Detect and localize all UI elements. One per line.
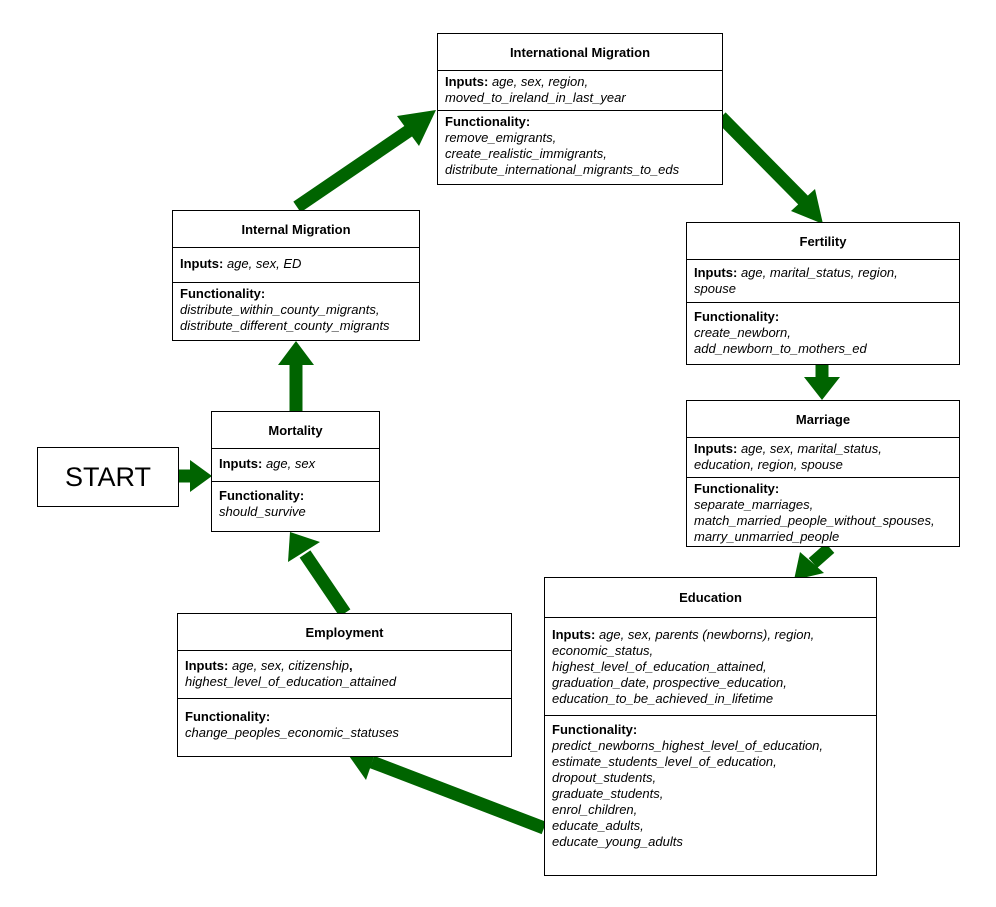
inputs-label: Inputs: [552,627,596,642]
functionality-label: Functionality: [694,481,780,496]
arrow-international-migration-to-fertility [716,112,823,224]
inputs-label: Inputs: [185,658,229,673]
function-item: add_newborn_to_mothers_ed [694,341,867,356]
mortality-inputs: Inputs: age, sex [212,449,379,481]
functionality-label: Functionality: [180,286,266,301]
function-item: distribute_within_county_migrants, [180,302,380,317]
internal-migration-inputs: Inputs: age, sex, ED [173,248,419,282]
function-item: graduate_students, [552,786,664,801]
function-item: educate_adults, [552,818,644,833]
education-functionality: Functionality: predict_newborns_highest_… [545,715,876,854]
function-item: marry_unmarried_people [694,529,840,544]
inputs-value: age, sex, marital_status, [740,441,882,456]
marriage-title: Marriage [687,401,959,438]
inputs-value: age, sex, ED [226,256,302,271]
inputs-value-line: economic_status, [552,643,654,658]
inputs-value-line: education_to_be_achieved_in_lifetime [552,691,774,706]
function-item: educate_young_adults [552,834,683,849]
inputs-value: age, sex [265,456,316,471]
functionality-label: Functionality: [445,114,531,129]
function-item: create_realistic_immigrants, [445,146,607,161]
inputs-value-line-2: highest_level_of_education_attained [185,674,397,689]
mortality-box: Mortality Inputs: age, sex Functionality… [211,411,380,532]
inputs-value-line-2: education, region, spouse [694,457,843,472]
education-box: Education Inputs: age, sex, parents (new… [544,577,877,876]
arrow-education-to-employment [347,745,547,835]
inputs-value: age, sex, citizenship [231,658,350,673]
fertility-inputs: Inputs: age, marital_status, region, spo… [687,260,959,302]
internal-migration-functionality: Functionality: distribute_within_county_… [173,282,419,338]
function-item: enrol_children, [552,802,638,817]
fertility-title: Fertility [687,223,959,260]
functionality-label: Functionality: [185,709,271,724]
function-item: distribute_international_migrants_to_eds [445,162,680,177]
arrow-fertility-to-marriage [804,364,840,400]
inputs-comma: , [349,658,353,673]
employment-inputs: Inputs: age, sex, citizenship, highest_l… [178,651,511,698]
inputs-value: age, marital_status, region, [740,265,898,280]
inputs-value-line-2: moved_to_ireland_in_last_year [445,90,626,105]
inputs-value-line: graduation_date, prospective_education, [552,675,787,690]
fertility-functionality: Functionality: create_newborn, add_newbo… [687,302,959,361]
start-label: START [64,461,151,492]
fertility-box: Fertility Inputs: age, marital_status, r… [686,222,960,365]
international-migration-inputs: Inputs: age, sex, region, moved_to_irela… [438,71,722,110]
employment-box: Employment Inputs: age, sex, citizenship… [177,613,512,757]
international-migration-functionality: Functionality: remove_emigrants, create_… [438,110,722,182]
functionality-label: Functionality: [219,488,305,503]
inputs-label: Inputs: [180,256,224,271]
arrow-internal-to-international-migration [293,110,436,213]
inputs-label: Inputs: [694,265,738,280]
employment-functionality: Functionality: change_peoples_economic_s… [178,698,511,745]
inputs-value: age, sex, region, [491,74,589,89]
functionality-label: Functionality: [694,309,780,324]
arrow-employment-to-mortality [288,532,351,617]
arrow-mortality-to-internal-migration [278,341,314,411]
start-node: START [37,447,179,507]
function-item: distribute_different_county_migrants [180,318,390,333]
function-item: change_peoples_economic_statuses [185,725,399,740]
function-item: should_survive [219,504,306,519]
internal-migration-title: Internal Migration [173,211,419,248]
arrow-start-to-mortality [179,460,212,492]
marriage-functionality: Functionality: separate_marriages, match… [687,477,959,549]
internal-migration-box: Internal Migration Inputs: age, sex, ED … [172,210,420,341]
mortality-title: Mortality [212,412,379,449]
inputs-value-line-2: spouse [694,281,736,296]
function-item: separate_marriages, [694,497,814,512]
marriage-box: Marriage Inputs: age, sex, marital_statu… [686,400,960,547]
inputs-label: Inputs: [219,456,263,471]
function-item: match_married_people_without_spouses, [694,513,935,528]
functionality-label: Functionality: [552,722,638,737]
function-item: create_newborn, [694,325,791,340]
international-migration-box: International Migration Inputs: age, sex… [437,33,723,185]
function-item: remove_emigrants, [445,130,557,145]
function-item: dropout_students, [552,770,657,785]
function-item: predict_newborns_highest_level_of_educat… [552,738,824,753]
inputs-value-line: highest_level_of_education_attained, [552,659,767,674]
function-item: estimate_students_level_of_education, [552,754,777,769]
mortality-functionality: Functionality: should_survive [212,481,379,524]
inputs-label: Inputs: [445,74,489,89]
international-migration-title: International Migration [438,34,722,71]
inputs-value: age, sex, parents (newborns), region, [598,627,815,642]
marriage-inputs: Inputs: age, sex, marital_status, educat… [687,438,959,477]
education-inputs: Inputs: age, sex, parents (newborns), re… [545,618,876,715]
education-title: Education [545,578,876,618]
arrow-marriage-to-education [794,543,835,580]
employment-title: Employment [178,614,511,651]
inputs-label: Inputs: [694,441,738,456]
